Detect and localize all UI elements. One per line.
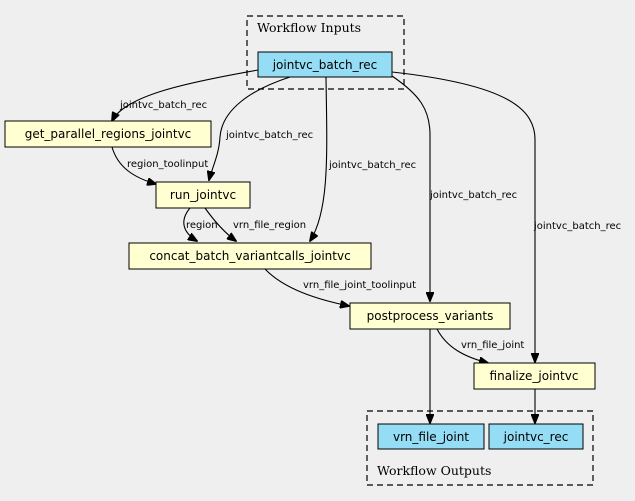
edge-label: region [186, 220, 218, 231]
node-postprocess-variants[interactable]: postprocess_variants [349, 302, 511, 330]
workflow-inputs-cluster: Workflow Inputs [246, 15, 405, 90]
node-label: get_parallel_regions_jointvc [25, 127, 192, 141]
node-label: run_jointvc [170, 188, 236, 202]
node-label: vrn_file_joint [393, 430, 469, 444]
node-label: jointvc_batch_rec [272, 58, 378, 72]
edge-concat-to-postprocess [264, 268, 349, 306]
edge-label: vrn_file_joint [461, 340, 524, 351]
edge-label: jointvc_batch_rec [429, 190, 517, 201]
node-jointvc-batch-rec[interactable]: jointvc_batch_rec [257, 51, 393, 78]
node-label: postprocess_variants [367, 309, 494, 323]
node-get-parallel-regions-jointvc[interactable]: get_parallel_regions_jointvc [4, 120, 212, 148]
node-finalize-jointvc[interactable]: finalize_jointvc [473, 362, 596, 390]
edge-batch-to-finalize [391, 71, 535, 362]
node-jointvc-rec[interactable]: jointvc_rec [488, 423, 584, 450]
node-concat-batch-variantcalls-jointvc[interactable]: concat_batch_variantcalls_jointvc [128, 242, 372, 270]
node-label: finalize_jointvc [490, 369, 579, 383]
edge-label: jointvc_batch_rec [119, 100, 207, 111]
edge-label: vrn_file_region [233, 220, 306, 231]
edge-batch-to-postprocess [391, 75, 430, 301]
edge-batch-to-concat [310, 76, 328, 241]
edges: jointvc_batch_rec jointvc_batch_rec join… [111, 69, 621, 423]
node-label: jointvc_rec [503, 430, 569, 444]
edge-label: vrn_file_joint_toolinput [303, 280, 416, 291]
edge-run-to-concat-vrn-file-region [204, 207, 236, 241]
edge-label: region_toolinput [127, 159, 208, 170]
edge-label: jointvc_batch_rec [225, 130, 313, 141]
node-run-jointvc[interactable]: run_jointvc [155, 181, 251, 209]
edge-run-to-concat-region [183, 207, 197, 241]
edge-get-parallel-to-run-jointvc [111, 146, 156, 184]
node-vrn-file-joint[interactable]: vrn_file_joint [377, 423, 485, 450]
edge-postprocess-to-finalize [436, 328, 488, 363]
workflow-outputs-label: Workflow Outputs [377, 463, 491, 478]
edge-batch-to-run-jointvc [209, 76, 291, 180]
workflow-outputs-cluster: Workflow Outputs [366, 410, 594, 486]
edge-label: jointvc_batch_rec [533, 221, 621, 232]
node-label: concat_batch_variantcalls_jointvc [149, 249, 350, 263]
edge-label: jointvc_batch_rec [328, 160, 416, 171]
workflow-inputs-label: Workflow Inputs [257, 20, 361, 35]
edge-batch-to-get-parallel [112, 69, 259, 121]
